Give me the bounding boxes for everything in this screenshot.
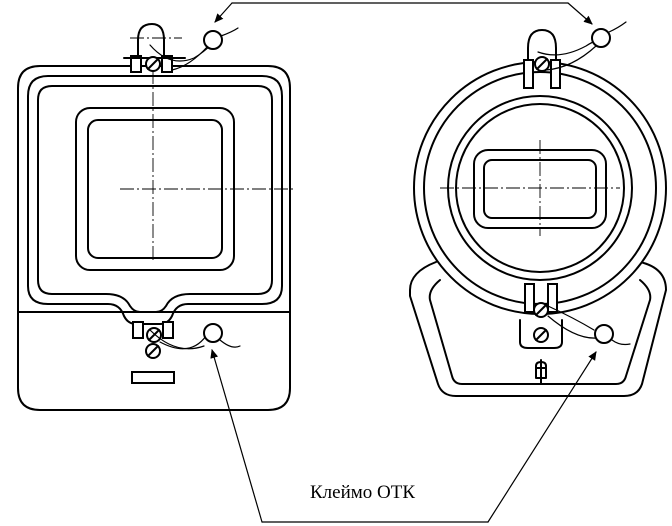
right-top-seal-lead: [591, 28, 611, 48]
left-meter-cover-outer: [27, 75, 283, 325]
left-meter-cover-inner: [37, 85, 273, 313]
left-meter-body: [17, 65, 291, 411]
right-knob: [535, 359, 547, 385]
bottom-arrow-left: [210, 349, 263, 523]
left-top-seal-lead: [203, 30, 223, 50]
left-bottom-seal: [132, 321, 241, 350]
right-bottom-seal-lead: [594, 324, 614, 344]
top-arrow-left: [214, 2, 233, 23]
right-meter-base-inner: [428, 279, 652, 385]
right-meter-base: [409, 261, 667, 397]
otk-stamp-label: Клеймо ОТК: [310, 482, 416, 503]
right-meter: [409, 21, 667, 397]
right-bottom-seal: [519, 283, 631, 349]
left-meter: [17, 23, 296, 411]
right-top-seal: [523, 21, 627, 89]
left-terminal-slot: [131, 371, 175, 384]
right-meter-face: [455, 103, 625, 273]
top-arrow-right: [567, 2, 593, 25]
bottom-arrow-right: [487, 351, 597, 523]
left-bottom-seal-lead: [203, 323, 223, 343]
left-top-seal: [123, 23, 239, 73]
